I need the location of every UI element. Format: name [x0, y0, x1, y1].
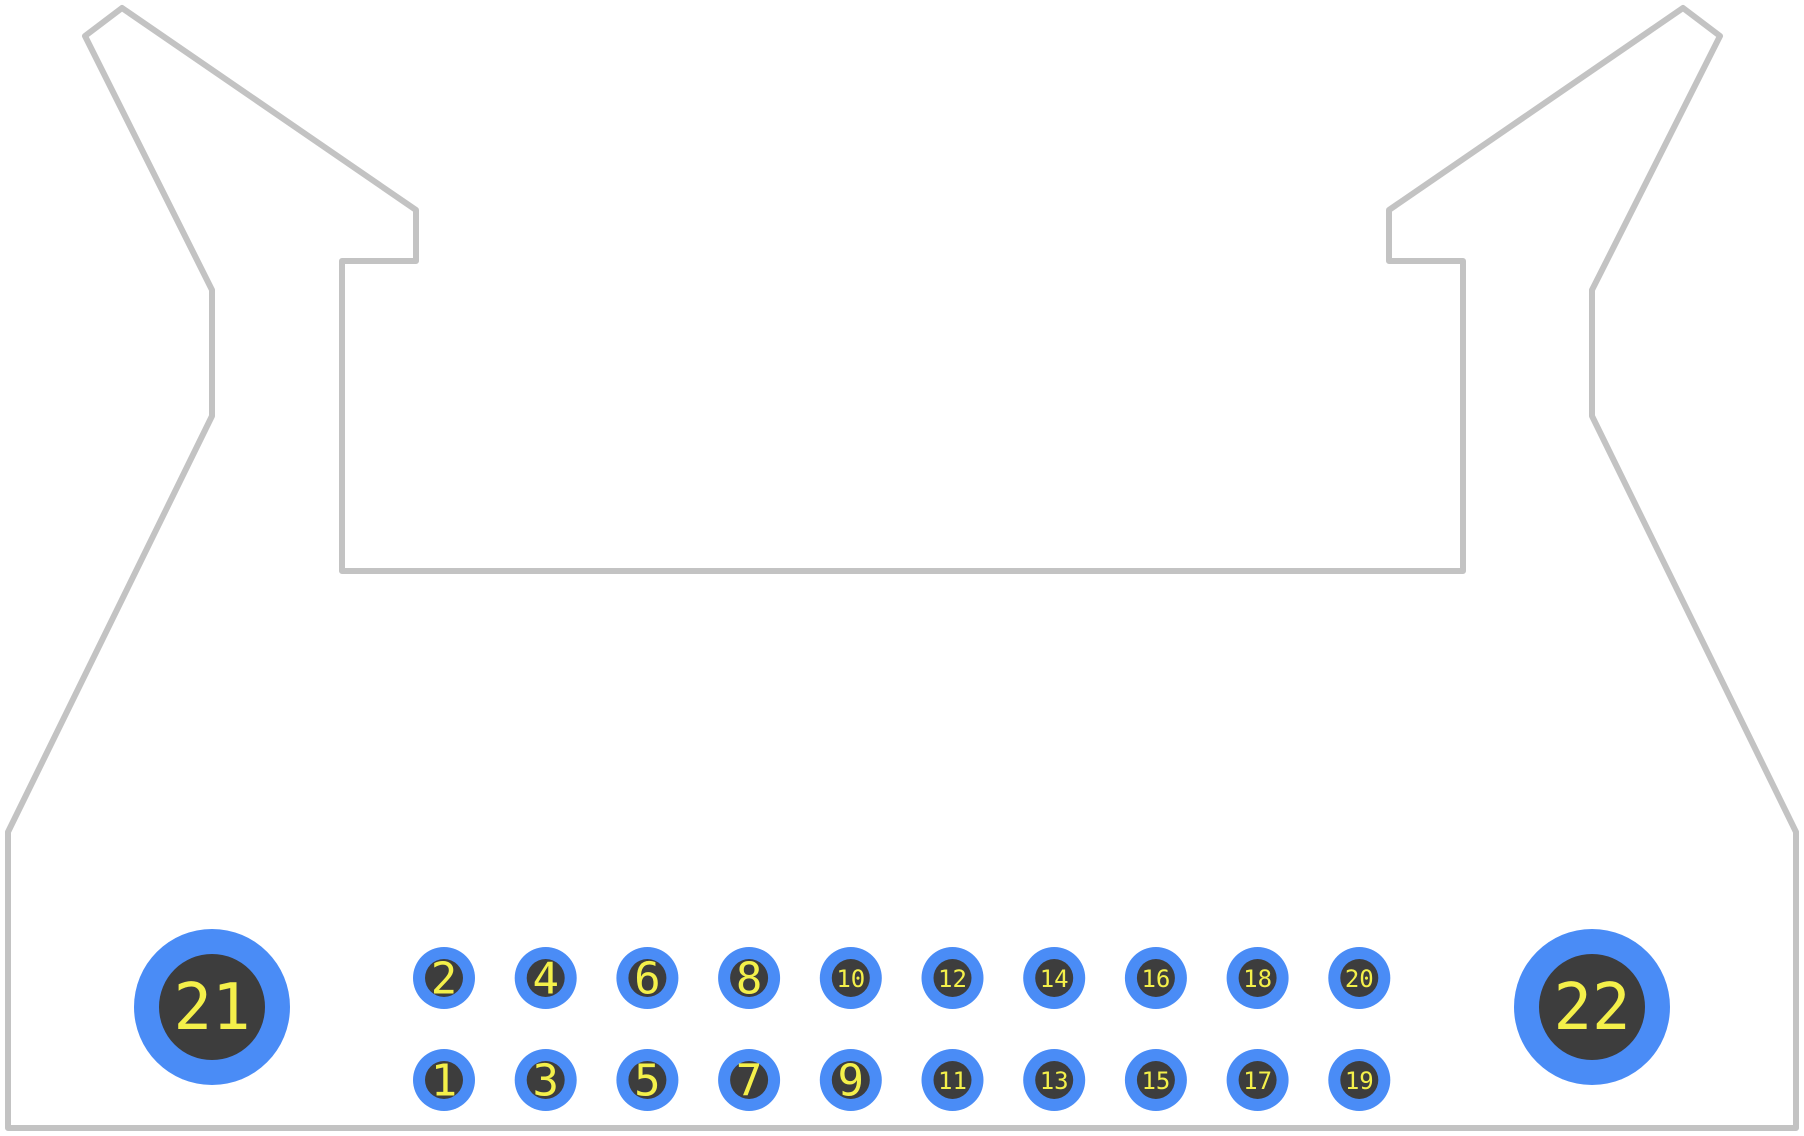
- pad-hole: [831, 1061, 870, 1099]
- pad-number-label: 21: [173, 971, 250, 1045]
- pad-3: 3: [514, 1049, 577, 1111]
- pad-18: 18: [1226, 947, 1289, 1009]
- pad-number-label: 12: [938, 965, 967, 993]
- pad-hole: [1238, 1061, 1277, 1099]
- mounting-hole-22: 22: [1514, 929, 1670, 1085]
- pad-hole: [1035, 1061, 1074, 1099]
- pad-number-label: 1: [431, 1056, 458, 1107]
- pad-number-label: 4: [532, 954, 559, 1005]
- pad-number-label: 2: [431, 954, 458, 1005]
- pad-number-label: 13: [1040, 1067, 1069, 1095]
- pad-13: 13: [1023, 1049, 1086, 1111]
- pad-2: 2: [413, 947, 475, 1009]
- pad-19: 19: [1328, 1049, 1391, 1111]
- pad-number-label: 19: [1345, 1067, 1374, 1095]
- pad-number-label: 11: [938, 1067, 967, 1095]
- pad-7: 7: [718, 1049, 781, 1111]
- pad-hole: [1340, 1061, 1379, 1099]
- pad-number-label: 18: [1243, 965, 1272, 993]
- pad-hole: [933, 1061, 972, 1099]
- connector-body-outline: [5, 5, 1799, 1131]
- pad-number-label: 20: [1345, 965, 1374, 993]
- pad-number-label: 15: [1141, 1067, 1170, 1095]
- pad-15: 15: [1124, 1049, 1187, 1111]
- pad-hole: [628, 1061, 667, 1099]
- pad-6: 6: [616, 947, 679, 1009]
- pad-number-label: 10: [836, 965, 865, 993]
- mounting-hole-21: 21: [134, 929, 290, 1085]
- pad-hole: [831, 959, 870, 997]
- pad-14: 14: [1023, 947, 1086, 1009]
- pad-hole: [1136, 1061, 1175, 1099]
- pad-number-label: 14: [1040, 965, 1069, 993]
- pad-9: 9: [819, 1049, 882, 1111]
- pad-11: 11: [921, 1049, 984, 1111]
- pad-hole: [159, 954, 265, 1060]
- pad-number-label: 17: [1243, 1067, 1272, 1095]
- pad-number-label: 8: [736, 954, 763, 1005]
- pad-number-label: 6: [634, 954, 661, 1005]
- pad-10: 10: [819, 947, 882, 1009]
- pad-20: 20: [1328, 947, 1391, 1009]
- pad-17: 17: [1226, 1049, 1289, 1111]
- pad-hole: [1035, 959, 1074, 997]
- pad-4: 4: [514, 947, 577, 1009]
- pad-hole: [1539, 954, 1645, 1060]
- pad-16: 16: [1124, 947, 1187, 1009]
- pad-hole: [1136, 959, 1175, 997]
- pad-hole: [526, 959, 565, 997]
- pad-number-label: 3: [532, 1056, 559, 1107]
- pad-number-label: 7: [736, 1056, 763, 1107]
- pad-number-label: 9: [838, 1056, 865, 1107]
- pad-hole: [730, 1061, 769, 1099]
- pad-number-label: 16: [1141, 965, 1170, 993]
- pad-12: 12: [921, 947, 984, 1009]
- pad-hole: [628, 959, 667, 997]
- pad-hole: [1340, 959, 1379, 997]
- pad-number-label: 22: [1553, 971, 1630, 1045]
- pad-hole: [730, 959, 769, 997]
- pad-hole: [425, 959, 463, 997]
- pad-5: 5: [616, 1049, 679, 1111]
- pad-hole: [1238, 959, 1277, 997]
- pad-hole: [425, 1061, 463, 1099]
- pad-1: 1: [413, 1049, 475, 1111]
- pad-number-label: 5: [634, 1056, 661, 1107]
- pad-8: 8: [718, 947, 781, 1009]
- pad-hole: [526, 1061, 565, 1099]
- pad-hole: [933, 959, 972, 997]
